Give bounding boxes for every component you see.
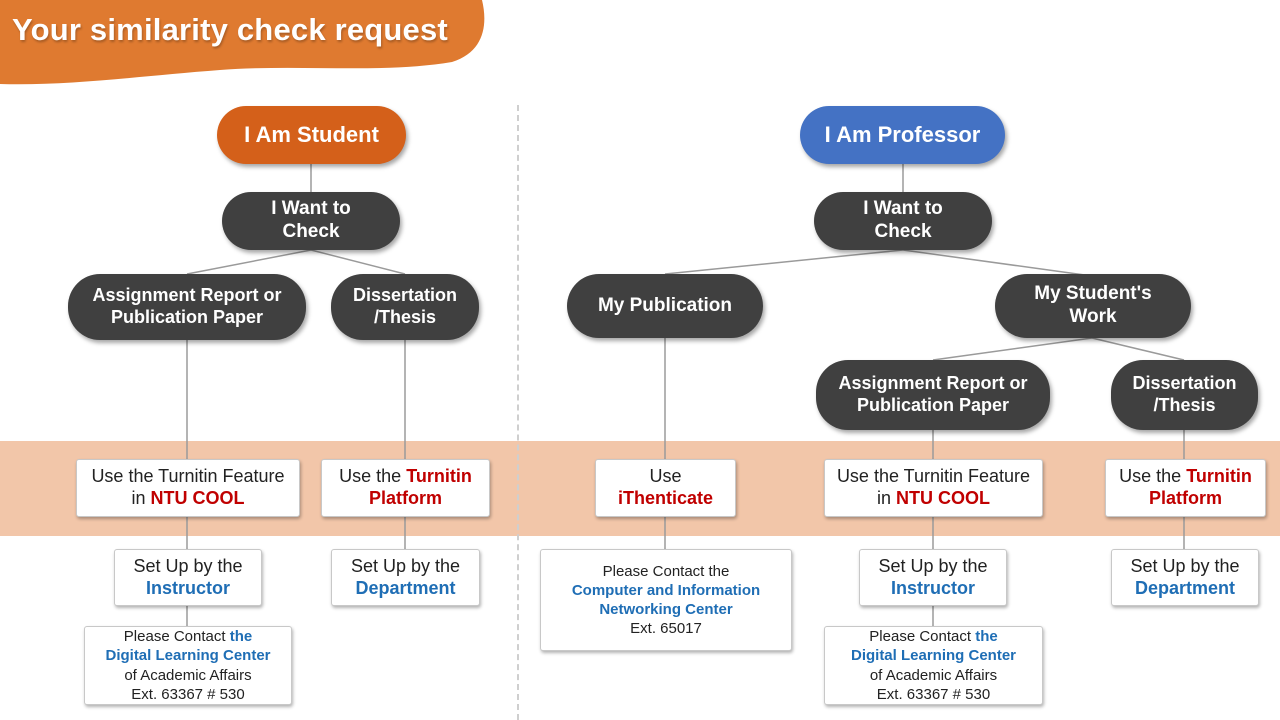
student-thesis-node: Dissertation /Thesis [331,274,479,340]
student-thesis-label: Dissertation /Thesis [352,285,458,327]
contact-ext: Ext. 65017 [630,620,702,638]
professor-thesis-label: Dissertation /Thesis [1132,373,1237,415]
contact-text: Please Contact [123,628,230,646]
setup-highlight: Department [355,577,456,598]
student-assignment-method: Use the Turnitin Feature in NTU COOL [76,459,300,517]
professor-students-work-node: My Student's Work [995,274,1191,338]
setup-highlight: Department [1134,577,1236,598]
setup-text: Set Up by the [878,555,988,576]
setup-text: Set Up by the [1130,555,1240,576]
professor-want-label: I Want to Check [863,198,943,242]
contact-text: of Academic Affairs [869,666,998,684]
method-highlight: Turnitin [1186,466,1252,487]
title-banner [0,0,490,92]
method-highlight: iThenticate [617,488,714,508]
center-divider [517,105,519,720]
method-text: Use the [1119,466,1187,487]
method-text: Use [649,466,682,487]
student-assignment-setup: Set Up by the Instructor [114,549,262,606]
method-highlight: Platform [368,488,442,508]
student-contact-box: Please Contact the Digital Learning Cent… [84,626,292,705]
setup-highlight: Instructor [890,577,975,598]
professor-publication-label: My Publication [597,294,733,316]
professor-publication-contact: Please Contact the Computer and Informat… [540,549,792,651]
student-want-node: I Want to Check [222,192,400,250]
professor-contact-box: Please Contact the Digital Learning Cent… [824,626,1043,705]
contact-highlight: Digital Learning Center [850,647,1017,665]
setup-highlight: Instructor [145,577,230,598]
method-text: Use the [339,466,407,487]
contact-ext: Ext. 63367 # 530 [876,685,991,703]
page-title: Your similarity check request [12,12,448,47]
student-thesis-setup: Set Up by the Department [331,549,480,606]
professor-publication-method: Use iThenticate [595,459,736,517]
contact-highlight: Digital Learning Center [105,647,271,665]
method-highlight: NTU COOL [150,488,245,508]
professor-thesis-setup: Set Up by the Department [1111,549,1259,606]
contact-text: of Academic Affairs [124,666,252,684]
student-assignment-node: Assignment Report or Publication Paper [68,274,306,340]
contact-text: Please Contact the [602,562,730,580]
professor-thesis-method: Use the Turnitin Platform [1105,459,1266,517]
method-highlight: NTU COOL [896,488,990,508]
contact-text: Please Contact [869,628,976,646]
student-assignment-label: Assignment Report or Publication Paper [92,285,282,327]
professor-want-node: I Want to Check [814,192,992,250]
professor-assignment-method: Use the Turnitin Feature in NTU COOL [824,459,1043,517]
professor-assignment-setup: Set Up by the Instructor [859,549,1007,606]
professor-assignment-node: Assignment Report or Publication Paper [816,360,1050,430]
professor-assignment-label: Assignment Report or Publication Paper [838,373,1028,415]
method-highlight: Turnitin [406,466,472,487]
setup-text: Set Up by the [350,555,461,576]
student-node: I Am Student [217,106,406,164]
professor-node: I Am Professor [800,106,1005,164]
student-label: I Am Student [244,121,379,147]
professor-label: I Am Professor [824,121,981,147]
professor-students-work-label: My Student's Work [1034,283,1152,327]
method-highlight: Platform [1148,488,1222,508]
student-want-label: I Want to Check [271,198,351,242]
contact-highlight: Computer and Information [571,581,761,599]
setup-text: Set Up by the [133,555,243,576]
contact-highlight: Networking Center [599,601,733,618]
contact-highlight: the [975,628,998,646]
professor-thesis-node: Dissertation /Thesis [1111,360,1258,430]
method-text: Use the Turnitin Feature in [91,466,285,508]
method-text: Use the Turnitin Feature in [836,466,1031,508]
contact-ext: Ext. 63367 # 530 [131,685,245,703]
student-thesis-method: Use the Turnitin Platform [321,459,490,517]
contact-highlight: the [229,628,253,646]
professor-publication-node: My Publication [567,274,763,338]
